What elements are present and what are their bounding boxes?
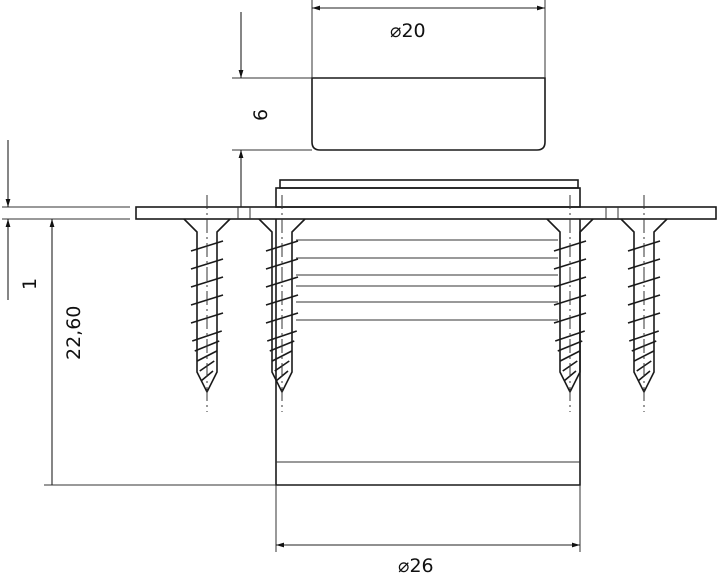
mounting-plate [135,206,717,220]
screw [258,195,306,412]
cap-diameter-label: ⌀20 [390,20,426,42]
cap-height-label: 6 [250,109,272,121]
dimension-body-depth: 22,60 [44,219,276,486]
dimension-plate-thickness: 1 [2,140,130,300]
plate-thickness-label: 1 [19,278,41,290]
dimension-body-diameter: ⌀26 [275,485,581,577]
body-depth-label: 22,60 [63,306,85,360]
screw [546,195,594,412]
dimension-cap-height: 6 [232,12,312,207]
body-diameter-label: ⌀26 [398,555,434,577]
cylinder-body [275,179,581,486]
cap [311,77,546,151]
screw [620,195,668,412]
dimension-cap-diameter: ⌀20 [311,0,546,78]
screw [183,195,231,412]
